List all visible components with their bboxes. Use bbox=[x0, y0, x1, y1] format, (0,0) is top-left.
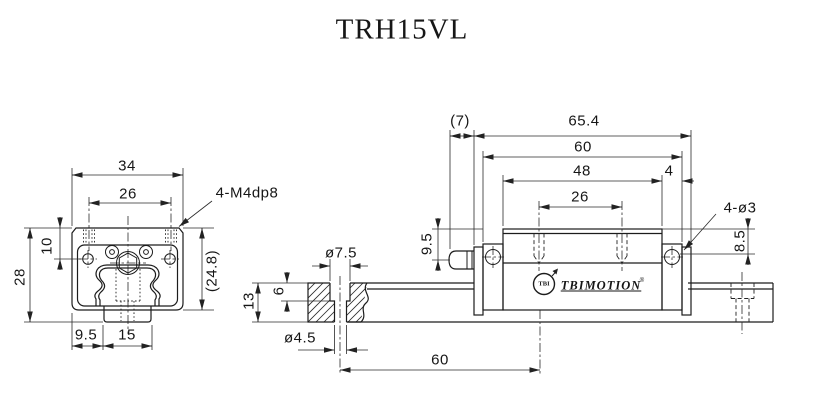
end-seal-left bbox=[473, 246, 484, 316]
dim-sv-nipple-length: (7) bbox=[450, 112, 470, 130]
callout-fv-thread: 4-M4dp8 bbox=[215, 184, 279, 202]
dim-sv-rail-height: 13 bbox=[240, 292, 258, 310]
brand-emblem-text: TBI bbox=[538, 280, 550, 288]
dim-sv-length-with-caps: 60 bbox=[574, 138, 592, 156]
dim-fv-block-height: (24.8) bbox=[203, 249, 221, 293]
rail bbox=[346, 272, 774, 374]
front-rail-profile bbox=[94, 264, 161, 323]
dim-fv-rail-width: 15 bbox=[118, 326, 136, 344]
side-dimensions bbox=[252, 130, 755, 373]
dim-fv-block-width: 34 bbox=[118, 157, 136, 175]
dim-sv-top-to-side-hole: 8.5 bbox=[731, 229, 749, 253]
front-hole-centerlines bbox=[88, 197, 172, 251]
front-dimensions bbox=[24, 168, 214, 350]
end-seal-right bbox=[681, 246, 692, 316]
front-view bbox=[24, 168, 214, 350]
block-tapped-holes bbox=[533, 233, 628, 264]
front-center-crosshair bbox=[110, 216, 146, 334]
brand-logo bbox=[532, 268, 558, 296]
front-cap-screws bbox=[105, 245, 153, 259]
brand-name: TBIMOTION bbox=[560, 278, 642, 293]
dim-sv-counterbore-dia: ø7.5 bbox=[324, 244, 358, 262]
front-endcap-face bbox=[76, 244, 179, 307]
dim-fv-hole-spacing: 26 bbox=[119, 185, 137, 203]
dim-fv-top-to-side-hole: 10 bbox=[38, 237, 56, 255]
dim-fv-edge-to-rail: 9.5 bbox=[74, 326, 98, 344]
dim-sv-counterbore-depth: 6 bbox=[270, 286, 288, 296]
dim-sv-rail-hole-pitch: 60 bbox=[431, 351, 449, 369]
callout-sv-side-holes: 4-ø3 bbox=[723, 199, 757, 217]
dim-sv-top-to-nipple: 9.5 bbox=[418, 232, 436, 256]
dim-fv-assembly-height: 28 bbox=[11, 268, 29, 286]
block bbox=[448, 201, 692, 316]
dim-sv-total-length: 65.4 bbox=[568, 112, 600, 130]
front-side-lube-holes bbox=[79, 250, 179, 268]
dim-sv-hole-dia: ø4.5 bbox=[283, 329, 317, 347]
page-title: TRH15VL bbox=[335, 13, 469, 46]
brand-reg-mark: ® bbox=[639, 278, 645, 284]
front-top-tapped-holes bbox=[83, 229, 177, 244]
dim-sv-cap-width: 4 bbox=[664, 162, 674, 180]
rail-hidden-hole bbox=[730, 283, 755, 322]
dim-sv-hole-spacing: 26 bbox=[571, 188, 589, 206]
front-block-outline bbox=[71, 227, 184, 311]
dim-sv-body-length: 48 bbox=[573, 162, 591, 180]
grease-nipple bbox=[448, 250, 474, 270]
side-view bbox=[252, 130, 774, 374]
